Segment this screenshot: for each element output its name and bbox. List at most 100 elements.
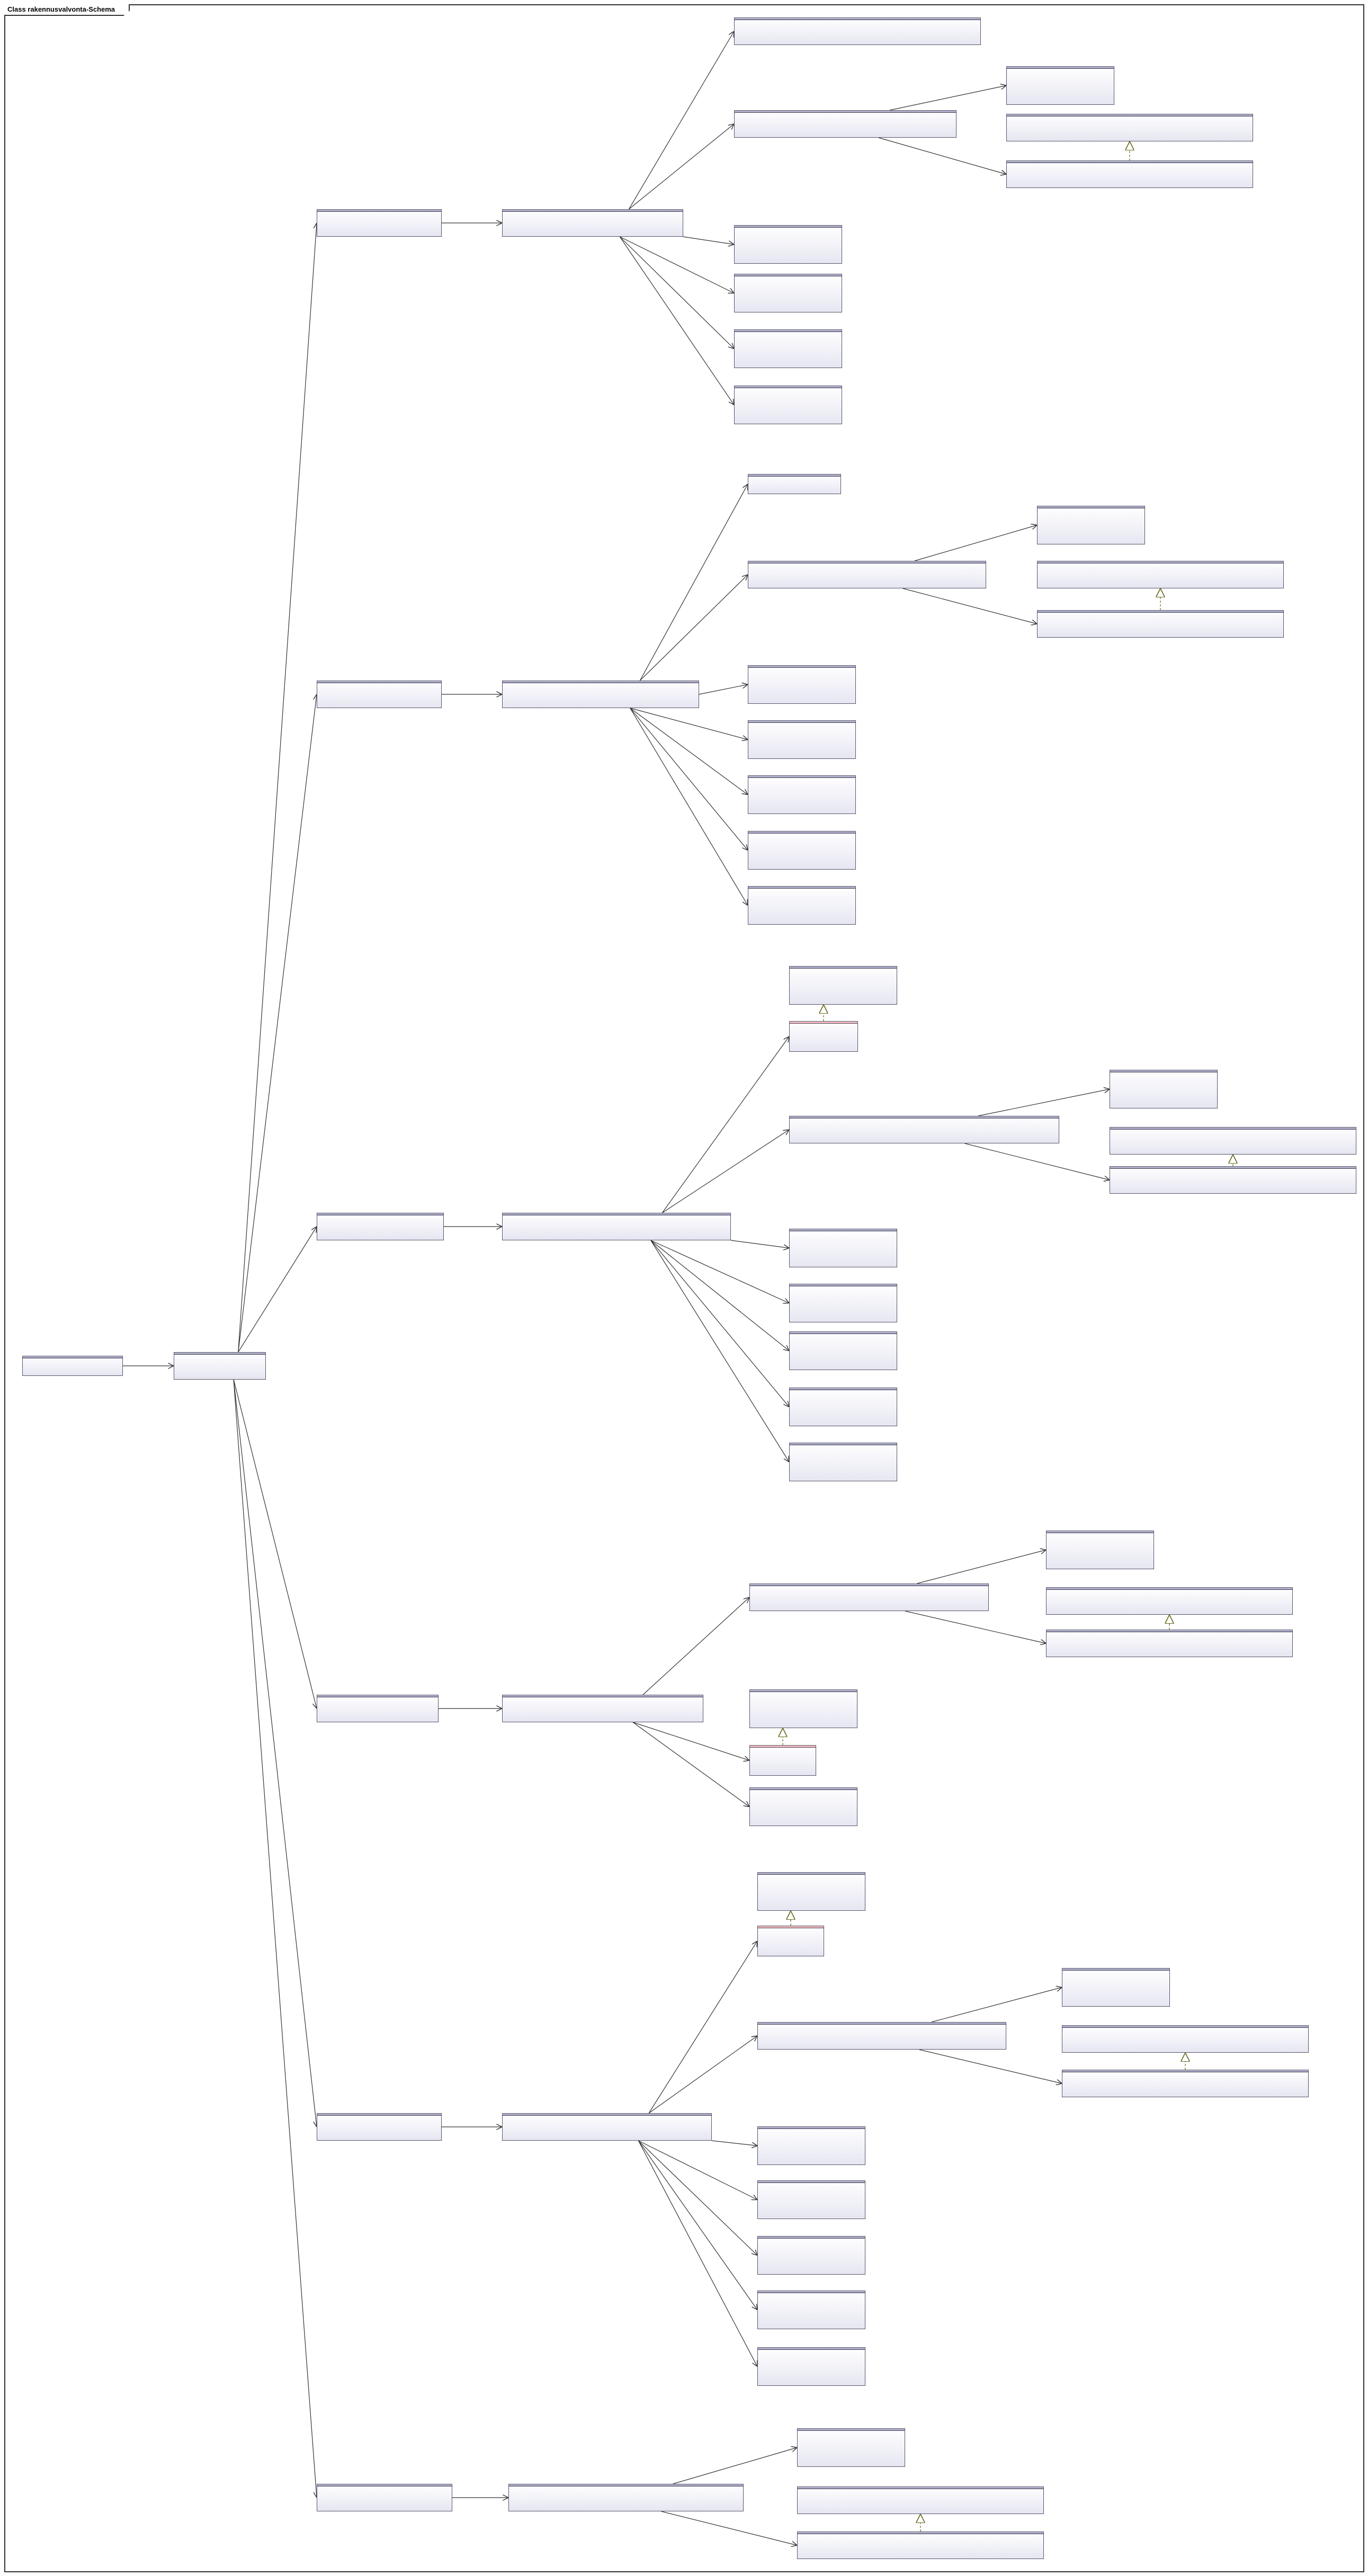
class-box-header	[748, 831, 855, 834]
class-box-liitetype[interactable]	[1110, 1127, 1356, 1155]
class-origin	[758, 1875, 865, 1877]
class-box-uusi-anonymoustype[interactable]	[317, 209, 442, 237]
class-box-mg-sequence[interactable]	[502, 1213, 731, 1240]
class-box-header	[503, 2114, 711, 2116]
class-box-rakennusvalvontaliitetype[interactable]	[797, 2532, 1044, 2559]
class-box-date[interactable]	[734, 225, 842, 264]
class-box-string[interactable]	[1110, 1070, 1218, 1108]
class-box-mg-choice[interactable]	[757, 2022, 1006, 2050]
class-box-laajennus-anonymoustype[interactable]	[317, 681, 442, 708]
association-line	[711, 2140, 757, 2146]
class-box-string[interactable]	[797, 2428, 905, 2467]
class-origin	[758, 2239, 865, 2241]
class-box-header	[317, 1695, 438, 1697]
class-origin	[758, 2129, 865, 2131]
class-box-date[interactable]	[757, 2291, 865, 2329]
class-box-date[interactable]	[734, 274, 842, 312]
class-box-muutostyonlajitype[interactable]	[789, 1021, 858, 1052]
class-box-header	[1110, 1128, 1356, 1130]
class-box-date[interactable]	[749, 1787, 857, 1826]
class-box-header	[748, 721, 855, 723]
class-box-date[interactable]	[789, 1331, 897, 1370]
class-box-liitetype[interactable]	[1006, 114, 1253, 141]
class-box-date[interactable]	[757, 2347, 865, 2386]
class-box-rakennusvalvontaliitetype[interactable]	[1062, 2070, 1309, 2097]
class-origin	[790, 1445, 897, 1447]
association-line	[638, 2140, 757, 2200]
class-box-date[interactable]	[789, 1388, 897, 1426]
class-box-header	[758, 2181, 865, 2183]
class-box-string[interactable]	[757, 1872, 865, 1911]
class-origin	[1062, 1971, 1169, 1973]
association-line	[905, 1611, 1046, 1643]
class-box-string[interactable]	[1062, 1968, 1170, 2007]
class-box-mg-sequence[interactable]	[502, 2113, 712, 2141]
class-box-header	[1007, 114, 1253, 117]
class-box-header	[317, 2114, 441, 2116]
class-box-date[interactable]	[757, 2180, 865, 2219]
class-box-string[interactable]	[749, 1689, 857, 1728]
class-box-liitetype[interactable]	[1046, 1587, 1293, 1615]
association-line	[630, 708, 748, 906]
class-box-mg-choice[interactable]	[789, 1116, 1059, 1143]
class-box-date[interactable]	[789, 1284, 897, 1322]
class-box-date[interactable]	[789, 1443, 897, 1481]
association-line	[889, 86, 1006, 111]
class-box-rakennusvalvontaliitetype[interactable]	[1006, 160, 1253, 188]
association-line	[638, 2140, 757, 2310]
class-box-mg-choice[interactable]	[174, 1352, 266, 1380]
class-box-string[interactable]	[789, 966, 897, 1005]
class-box-mg-choice[interactable]	[748, 561, 986, 588]
class-box-header	[1038, 561, 1283, 564]
class-box-rakennusvalvontaliitetype[interactable]	[1110, 1166, 1356, 1194]
class-origin	[750, 1790, 857, 1792]
class-box-string[interactable]	[1006, 66, 1114, 105]
class-box-header	[735, 111, 956, 113]
class-box-laajennuksenselvitystype[interactable]	[748, 474, 841, 494]
class-box-rakentamistoimenpidetype[interactable]	[22, 1356, 123, 1376]
class-box-mg-sequence[interactable]	[502, 209, 683, 237]
class-box-boolean[interactable]	[748, 665, 856, 704]
class-box-string[interactable]	[1046, 1531, 1154, 1569]
class-origin	[790, 1286, 897, 1289]
class-box-muutostyonlajitype[interactable]	[757, 1926, 824, 1956]
class-origin	[798, 2489, 1043, 2491]
class-box-date[interactable]	[748, 831, 856, 870]
class-box-uudelleenrakentaminen-anonymoustype[interactable]	[317, 1213, 444, 1240]
class-box-header	[503, 210, 683, 212]
association-line	[628, 31, 734, 210]
class-box-date[interactable]	[748, 775, 856, 814]
class-box-date[interactable]	[757, 2236, 865, 2275]
class-box-purkamisensyytype[interactable]	[749, 1745, 816, 1776]
association-line	[902, 588, 1038, 624]
class-origin	[735, 228, 842, 230]
class-box-rakennusvalvontaliitetype[interactable]	[1037, 610, 1284, 638]
class-box-kaupunkikuvatoimenpide-anonymoustype[interactable]	[317, 2484, 452, 2511]
class-box-muumuutostyo-anonymoustype[interactable]	[317, 2113, 442, 2141]
class-origin	[790, 1231, 897, 1233]
class-box-mg-sequence[interactable]	[502, 681, 699, 708]
class-box-header	[750, 1788, 857, 1790]
class-box-mg-sequence[interactable]	[502, 1695, 703, 1722]
association-line	[683, 236, 734, 245]
class-box-rakennusvalvontaliitetype[interactable]	[1046, 1630, 1293, 1657]
class-box-date[interactable]	[734, 329, 842, 368]
class-box-liitetype[interactable]	[1037, 561, 1284, 588]
class-box-mg-choice[interactable]	[508, 2484, 744, 2511]
class-box-date[interactable]	[748, 720, 856, 759]
association-line	[648, 2036, 757, 2114]
class-box-liitetype[interactable]	[1062, 2025, 1309, 2053]
class-origin	[317, 1697, 438, 1700]
class-box-liitetype[interactable]	[797, 2486, 1044, 2514]
class-box-header	[317, 210, 441, 212]
class-box-boolean[interactable]	[789, 1229, 897, 1267]
class-box-string[interactable]	[1037, 506, 1145, 544]
class-box-boolean[interactable]	[757, 2126, 865, 2165]
class-box-header	[735, 274, 842, 276]
class-box-purkaminen-anonymoustype[interactable]	[317, 1695, 439, 1722]
class-box-mg-choice[interactable]	[734, 110, 956, 138]
class-box-date[interactable]	[748, 886, 856, 925]
class-box-date[interactable]	[734, 386, 842, 424]
class-box-mg-choice[interactable]	[749, 1584, 989, 1611]
class-box-kayttotarkoitustype[interactable]	[734, 17, 981, 45]
